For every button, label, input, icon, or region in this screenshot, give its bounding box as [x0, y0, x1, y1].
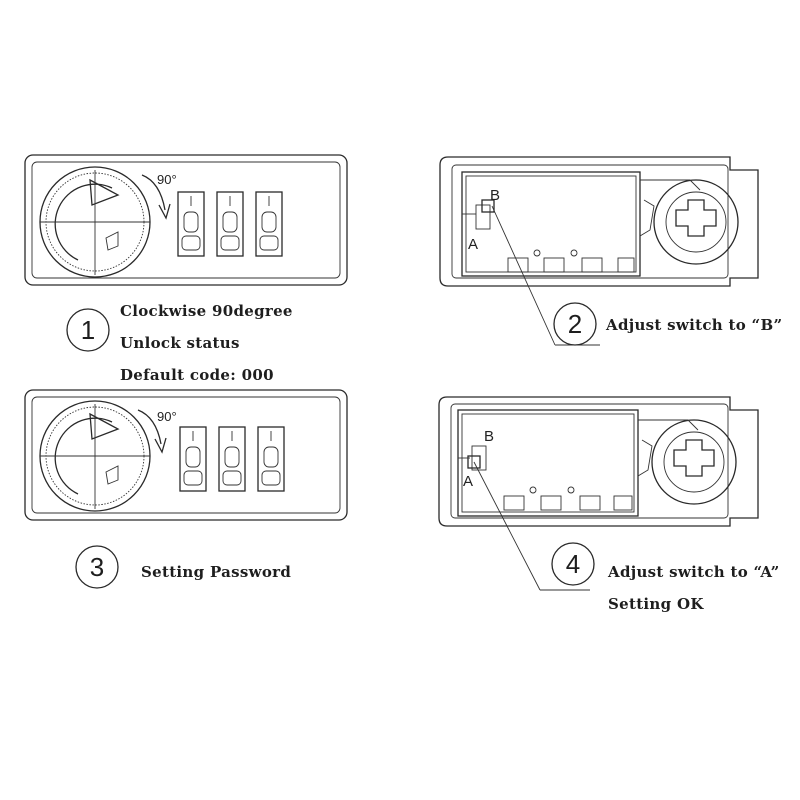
step-4-line-2: Setting OK [608, 595, 704, 613]
code-wheels [177, 191, 283, 257]
switch-label-a: A [463, 473, 473, 490]
step-4-line-1: Adjust switch to “A” [607, 563, 780, 581]
lock-front-setting: 90° [24, 389, 348, 521]
switch-label-b: B [490, 187, 500, 204]
step-3-badge: 3 [75, 545, 119, 589]
switch-label-a: A [468, 236, 478, 253]
lock-back-switch-b: B A [439, 156, 759, 346]
step-3-line-1: Setting Password [141, 563, 291, 581]
rotate-clockwise-icon: 90° [141, 172, 177, 220]
rotation-label: 90° [157, 172, 177, 187]
step-3-number: 3 [90, 552, 104, 582]
step-1-badge: 1 [66, 308, 110, 352]
lock-front-unlocked: 90° [24, 154, 348, 286]
step-1-line-1: Clockwise 90degree [120, 302, 293, 320]
rotate-clockwise-icon: 90° [137, 409, 177, 454]
step-1-number: 1 [81, 315, 95, 345]
step-2-line-1: Adjust switch to “B” [605, 316, 782, 334]
step-1-line-2: Unlock status [120, 334, 240, 352]
step-4-badge: 4 [551, 542, 595, 586]
lock-back-switch-a: B A [438, 396, 759, 591]
dial-icon [39, 400, 151, 512]
dial-icon [39, 166, 151, 278]
code-wheels [179, 426, 285, 492]
switch-label-b: B [484, 428, 494, 445]
step-1-line-3: Default code: 000 [120, 366, 274, 384]
rotation-label: 90° [157, 409, 177, 424]
cam-knob-icon [637, 419, 737, 505]
step-4-number: 4 [566, 549, 580, 579]
step-2-number: 2 [568, 309, 582, 339]
step-2-badge: 2 [553, 302, 597, 346]
cam-knob-icon [639, 179, 739, 265]
